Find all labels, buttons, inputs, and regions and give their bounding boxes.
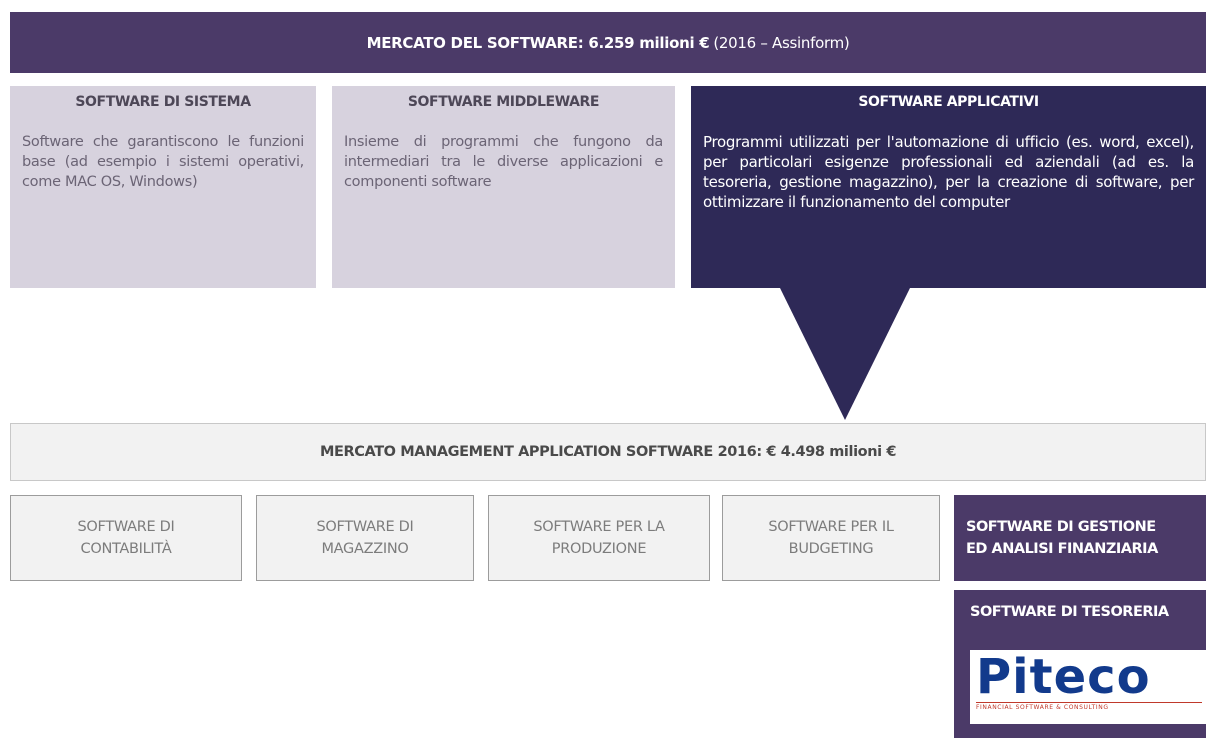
category-title: SOFTWARE APPLICATIVI [858,94,1039,110]
box-warehouse-software: SOFTWARE DI MAGAZZINO [256,495,474,581]
treasury-software-box: SOFTWARE DI TESORERIA Piteco FINANCIAL S… [954,590,1206,738]
logo-wordmark: Piteco [976,649,1151,705]
software-market-banner: MERCATO DEL SOFTWARE: 6.259 milioni € (2… [10,12,1206,73]
category-system-software: SOFTWARE DI SISTEMA Software che garanti… [10,86,316,288]
callout-pointer-arrow [780,288,910,420]
logo-tagline: FINANCIAL SOFTWARE & CONSULTING [976,702,1202,711]
management-software-market-bar: MERCATO MANAGEMENT APPLICATION SOFTWARE … [10,423,1206,481]
category-application-software: SOFTWARE APPLICATIVI Programmi utilizzat… [691,86,1206,288]
treasury-title: SOFTWARE DI TESORERIA [970,604,1169,620]
piteco-logo: Piteco FINANCIAL SOFTWARE & CONSULTING [970,650,1206,724]
box-budgeting-software: SOFTWARE PER IL BUDGETING [722,495,940,581]
category-description: Software che garantiscono le funzioni ba… [22,134,304,190]
banner-source: (2016 – Assinform) [713,33,850,52]
category-description: Insieme di programmi che fungono da inte… [344,134,663,190]
category-middleware-software: SOFTWARE MIDDLEWARE Insieme di programmi… [332,86,675,288]
category-description: Programmi utilizzati per l'automazione d… [703,133,1194,211]
callout-pointer-shape [780,288,910,420]
banner-title: MERCATO DEL SOFTWARE: 6.259 milioni € [366,33,710,52]
category-title: SOFTWARE DI SISTEMA [75,94,251,110]
box-financial-management-software: SOFTWARE DI GESTIONE ED ANALISI FINANZIA… [954,495,1206,581]
box-production-software: SOFTWARE PER LA PRODUZIONE [488,495,710,581]
category-title: SOFTWARE MIDDLEWARE [407,94,600,110]
box-accounting-software: SOFTWARE DI CONTABILITÀ [10,495,242,581]
